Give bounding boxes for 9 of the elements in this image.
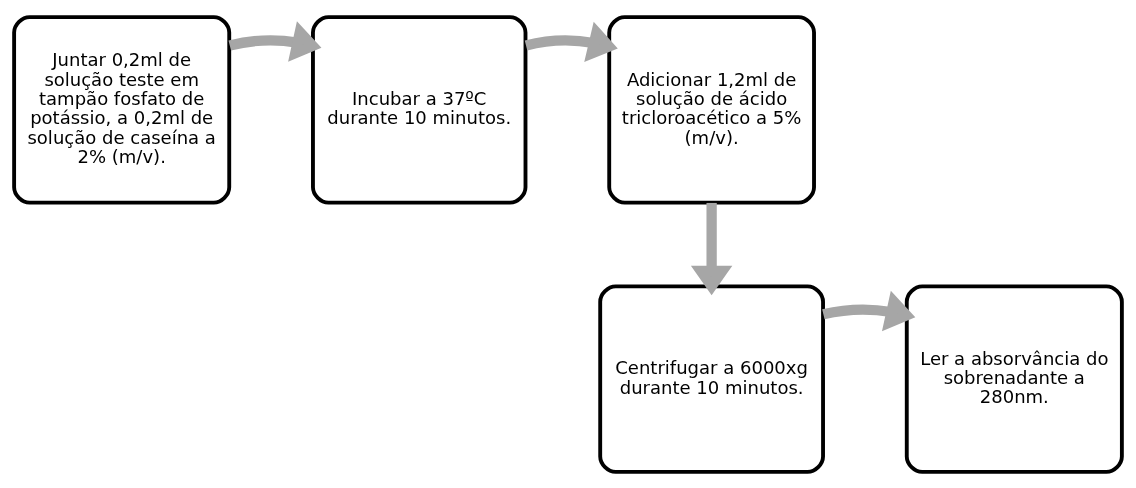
arrow [822,290,916,331]
node-box: Adicionar 1,2ml de solução de ácido tricloroacético a 5% (m/v). [607,14,816,205]
arrow [228,20,322,62]
node-box: Juntar 0,2ml de solução teste em tampão fosfato de potássio, a 0,2ml de solução de caseína a 2% (m/v). [12,14,232,205]
arrow [690,202,733,295]
node-box: Centrifugar a 6000xg durante 10 minutos. [598,283,825,474]
node-box: Ler a absorvância do sobrenadante a 280nm. [904,283,1124,474]
arrow [524,21,618,62]
node-box: Incubar a 37ºC durante 10 minutos. [311,14,528,205]
